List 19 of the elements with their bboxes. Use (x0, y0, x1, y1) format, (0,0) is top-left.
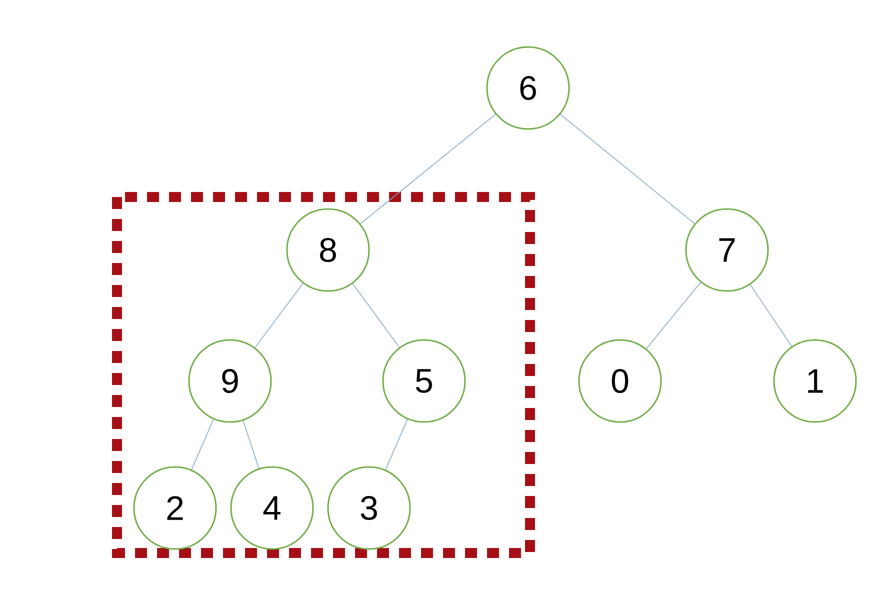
tree-node: 9 (188, 339, 272, 423)
tree-node: 6 (486, 46, 570, 130)
tree-edge (750, 284, 792, 347)
tree-node: 7 (685, 208, 769, 292)
tree-edge (191, 418, 214, 470)
tree-node: 8 (286, 208, 370, 292)
tree-edge (360, 114, 496, 224)
tree-edge (560, 114, 696, 224)
tree-node: 1 (773, 339, 857, 423)
tree-node: 2 (133, 466, 217, 550)
tree-edge (385, 418, 408, 470)
tree-node: 5 (382, 339, 466, 423)
tree-edge (242, 420, 260, 469)
tree-node: 3 (327, 466, 411, 550)
tree-edge (646, 282, 701, 350)
tree-edge (254, 283, 304, 348)
tree-node: 0 (578, 339, 662, 423)
tree-edge (352, 283, 400, 348)
tree-node: 4 (230, 466, 314, 550)
